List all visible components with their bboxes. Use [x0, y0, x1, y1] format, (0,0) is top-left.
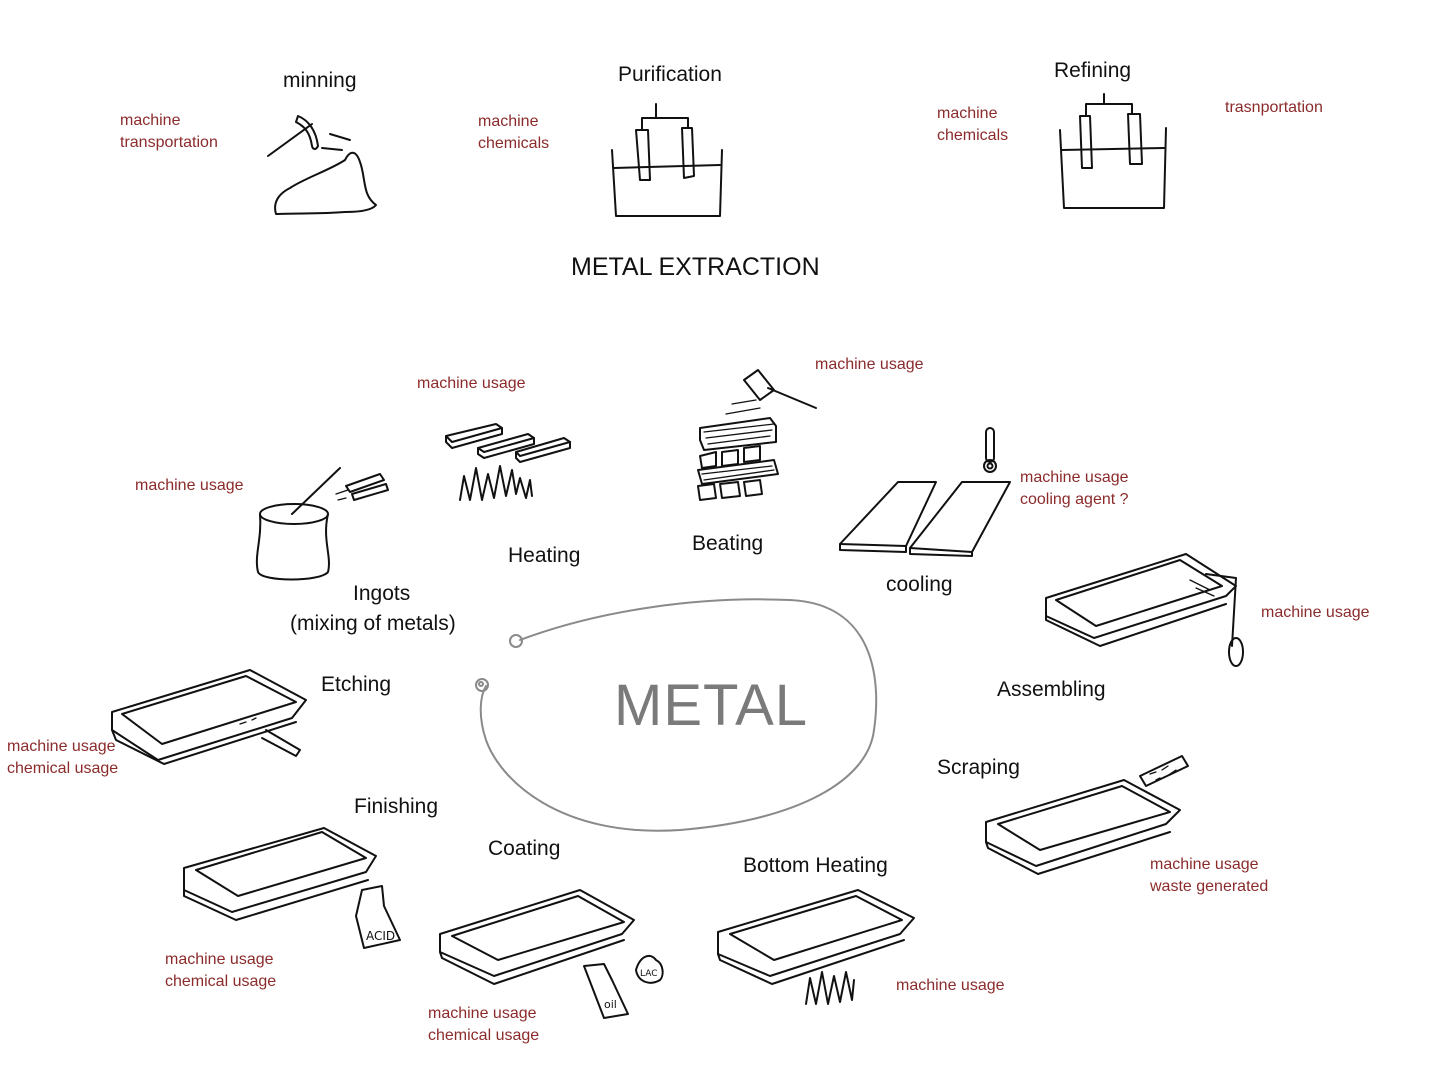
coating-note: machine usage: [428, 1005, 537, 1022]
ingots-sublabel: (mixing of metals): [290, 612, 456, 635]
beating-hammer-icon: [697, 369, 817, 501]
metal-extraction-heading: METAL EXTRACTION: [571, 253, 820, 281]
scraping-tray-icon: [985, 755, 1189, 875]
ingots-pot-icon: [255, 467, 389, 581]
cooling-note: machine usage: [1020, 469, 1129, 486]
assembling-note: machine usage: [1261, 604, 1370, 621]
mining-note: transportation: [120, 134, 218, 151]
mining-label: minning: [283, 69, 357, 92]
cooling-notes: machine usage cooling agent ?: [1020, 467, 1129, 511]
purification-label: Purification: [618, 63, 722, 86]
etching-notes: machine usage chemical usage: [7, 736, 118, 780]
refining-note: chemicals: [937, 127, 1009, 144]
refining-note: machine: [937, 105, 998, 122]
mining-note: machine: [120, 112, 181, 129]
beating-note: machine usage: [815, 356, 924, 373]
purification-notes: machine chemicals: [478, 111, 549, 155]
purification-tank-icon: [611, 103, 723, 217]
lac-jar-icon: LAC: [635, 954, 664, 984]
ingots-label: Ingots: [353, 582, 411, 605]
lac-jar-label: LAC: [640, 969, 658, 979]
assembling-label: Assembling: [997, 678, 1106, 701]
purification-note: machine: [478, 113, 539, 130]
acid-bottle-icon: ACID: [355, 885, 401, 949]
coating-tray-icon: [439, 889, 635, 985]
beating-label: Beating: [692, 532, 764, 555]
etching-tray-icon: [111, 669, 307, 765]
finishing-note: machine usage: [165, 951, 274, 968]
mining-pickaxe-icon: [267, 115, 377, 215]
oil-bottle-label: oil: [604, 998, 617, 1011]
oil-bottle-icon: oil: [583, 963, 629, 1019]
scraping-note: waste generated: [1150, 878, 1269, 895]
etching-note: machine usage: [7, 738, 116, 755]
assembling-tray-icon: [1045, 553, 1244, 667]
coating-label: Coating: [488, 837, 561, 860]
finishing-tray-icon: [183, 827, 377, 921]
heating-note: machine usage: [417, 375, 526, 392]
bottom-heating-tray-icon: [717, 889, 915, 1005]
finishing-note: chemical usage: [165, 973, 277, 990]
ingots-note: machine usage: [135, 477, 244, 494]
scraping-note: machine usage: [1150, 856, 1259, 873]
scraping-label: Scraping: [937, 756, 1020, 779]
coating-note: chemical usage: [428, 1027, 540, 1044]
refining-transport-note: trasnportation: [1225, 99, 1323, 116]
refining-notes: machine chemicals: [937, 103, 1008, 147]
finishing-notes: machine usage chemical usage: [165, 949, 276, 993]
metal-loop-diagram: [475, 598, 878, 832]
finishing-label: Finishing: [354, 795, 439, 818]
purification-note: chemicals: [478, 135, 550, 152]
bottom-heating-note: machine usage: [896, 977, 1005, 994]
cooling-note: cooling agent ?: [1020, 491, 1129, 508]
etching-label: Etching: [321, 673, 392, 696]
heating-label: Heating: [508, 544, 581, 567]
cooling-sheets-icon: [839, 427, 1011, 557]
heating-bars-icon: [445, 423, 571, 501]
etching-note: chemical usage: [7, 760, 119, 777]
metal-center-label: METAL: [614, 673, 809, 738]
scraping-notes: machine usage waste generated: [1150, 854, 1268, 898]
coating-notes: machine usage chemical usage: [428, 1003, 539, 1047]
refining-tank-icon: [1059, 93, 1167, 209]
refining-label: Refining: [1054, 59, 1132, 82]
bottom-heating-label: Bottom Heating: [743, 854, 888, 877]
acid-bottle-label: ACID: [366, 929, 395, 943]
cooling-label: cooling: [886, 573, 953, 596]
mining-notes: machine transportation: [120, 110, 218, 154]
